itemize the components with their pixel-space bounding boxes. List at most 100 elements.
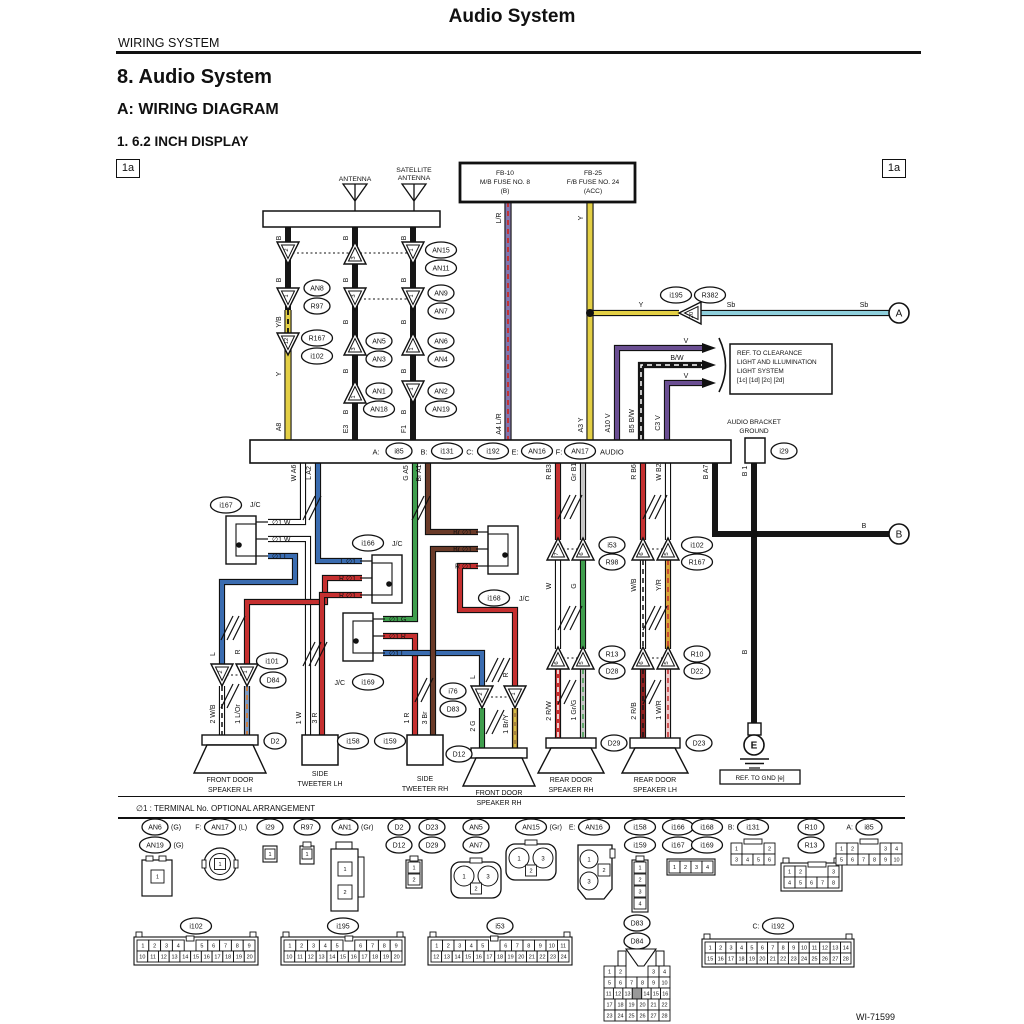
pin-number: 1 (141, 944, 144, 950)
oval-connector-label: i102 (690, 543, 703, 550)
page-link-letter: B (896, 530, 903, 541)
pin-number: 19 (383, 955, 389, 961)
crossing-hash (220, 615, 234, 641)
pin-number: 1 (587, 858, 591, 864)
pin-number: 7 (224, 944, 227, 950)
pin-number: 24 (801, 957, 807, 963)
oval-connector-id (418, 818, 446, 836)
pin-number: 21 (529, 955, 535, 961)
pin-number: 2 (412, 878, 415, 884)
header-rule (116, 51, 921, 54)
text-label: 2 R/B (631, 702, 638, 720)
pin-number: 11 (812, 946, 818, 952)
pin-cavity (477, 865, 499, 887)
text-label: B (343, 235, 350, 240)
junction-connector-inner (487, 533, 509, 567)
triangle-connector-inner (405, 383, 421, 399)
lock-tab (344, 935, 354, 942)
triangle-connector-inner (214, 666, 230, 682)
component-box (729, 343, 833, 395)
text-label: Y (578, 215, 585, 220)
text-label: A3 Y (578, 417, 585, 432)
oval-connector-label: AN11 (433, 266, 450, 273)
speaker-label: REAR DOOR (550, 777, 592, 784)
oval-connector-id (770, 442, 798, 460)
pin-cell (337, 884, 353, 900)
pin-number: 3 (587, 880, 591, 886)
oval-connector-id (336, 732, 370, 750)
triangle-pin-number: 6 (639, 661, 645, 664)
oval-prefix: E: (569, 825, 576, 832)
triangle-pin-number: 20 (689, 312, 695, 318)
oval-connector-label: R97 (301, 825, 314, 832)
text-label: 1 Gr/G (571, 699, 578, 720)
speaker-label: SPEAKER LH (208, 787, 252, 794)
pin-number: 12 (308, 955, 314, 961)
pin-number: 4 (638, 902, 641, 908)
pin-number: 26 (639, 1014, 645, 1020)
text-label: Sb (727, 302, 736, 309)
speaker-label: FRONT DOOR (207, 777, 254, 784)
crossing-hash (232, 615, 246, 641)
oval-connector-id (300, 347, 334, 365)
crossing-hash (642, 605, 656, 631)
text-label: Gr B1 (571, 463, 578, 481)
oval-connector-id (693, 286, 727, 304)
crossing-hash (414, 677, 428, 703)
oval-connector-id (138, 836, 172, 854)
pin-number: 1 (462, 875, 466, 881)
triangle-pin-number: 1 (409, 347, 415, 350)
triangle-pin-number: 1 (351, 395, 357, 398)
text-label: LIGHT SYSTEM (737, 368, 784, 375)
oval-connector-label: i166 (671, 825, 684, 832)
text-label: Y/R (656, 579, 663, 591)
oval-connector-id (209, 496, 243, 514)
oval-connector-id (387, 818, 411, 836)
pin-cell (301, 848, 313, 860)
pin-number: 1 (709, 946, 712, 952)
pin-number: 5 (200, 944, 203, 950)
note-rule-bottom (118, 817, 905, 820)
ref-arrow (702, 378, 716, 388)
pin-number: 9 (792, 946, 795, 952)
shell-tab (135, 931, 143, 938)
pin-number: 5 (757, 858, 760, 864)
pin-number: 20 (759, 957, 765, 963)
heading-audio-system: 8. Audio System (117, 66, 272, 88)
triangle-pin-number: 2 (284, 248, 290, 251)
wire-junction-dot (750, 530, 758, 538)
oval-connector-id (476, 442, 510, 460)
pin-number: 11 (606, 992, 612, 998)
wire-outline (663, 379, 702, 440)
pin-number: 14 (643, 992, 649, 998)
text-label: ANTENNA (398, 175, 431, 182)
pin-number: 9 (884, 858, 887, 864)
oval-connector-label: AN9 (434, 291, 448, 298)
oval-connector-label: D29 (608, 741, 621, 748)
oval-connector-label: AN15 (432, 248, 450, 255)
text-label: B (401, 277, 408, 282)
oval-connector-label: i76 (448, 689, 457, 696)
text-label: B 1 (742, 466, 749, 477)
triangle-connector-inner (550, 542, 566, 558)
pin-number: 18 (497, 955, 503, 961)
oval-connector-label: i131 (440, 449, 453, 456)
crossing-hash (648, 494, 662, 520)
oval-connector-label: i167 (219, 503, 232, 510)
pin-number: 6 (761, 946, 764, 952)
pin-number: 8 (782, 946, 785, 952)
oval-connector-id (439, 700, 467, 718)
pin-number: 19 (628, 1003, 634, 1009)
text-label: C3 V (655, 415, 662, 431)
oval-connector-id (600, 734, 628, 752)
text-label: L (210, 652, 217, 656)
pin-number: 15 (707, 957, 713, 963)
pin-number: 2 (719, 946, 722, 952)
text-label: 2 W/B (210, 704, 217, 723)
oval-suffix: (Gr) (361, 825, 373, 832)
text-label: W B2 (656, 463, 663, 480)
pin-number: 6 (619, 981, 622, 987)
audio-bar-text: C: (466, 448, 474, 457)
triangle-connector-inner (405, 290, 421, 306)
pin-number: 7 (821, 881, 824, 887)
